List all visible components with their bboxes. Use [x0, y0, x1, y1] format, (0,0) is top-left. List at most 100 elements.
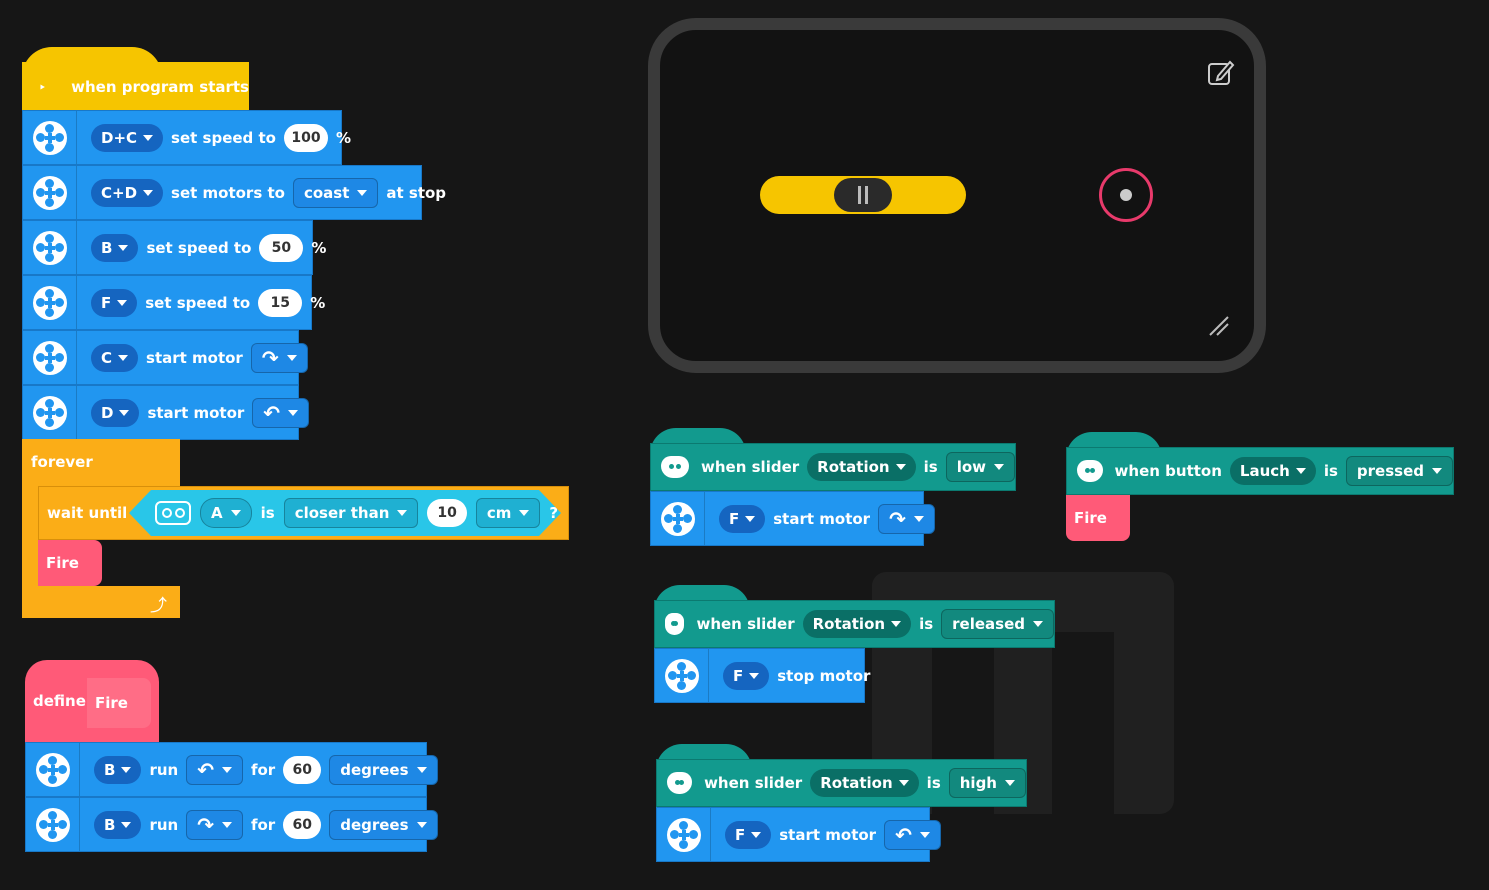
- speed-input[interactable]: 50: [259, 233, 304, 262]
- motor-hub-icon: [35, 752, 70, 787]
- start-motor-block[interactable]: C start motor ↷: [22, 330, 308, 385]
- distance-input[interactable]: 10: [427, 499, 467, 527]
- start-motor-block[interactable]: D start motor ↶: [22, 385, 310, 440]
- when-program-starts-block[interactable]: when program starts: [22, 62, 249, 111]
- run-degrees-block[interactable]: B run ↶ for 60 degrees: [25, 742, 438, 797]
- when-slider-block[interactable]: when slider Rotation is low: [650, 443, 1016, 491]
- unit-dropdown[interactable]: cm: [475, 498, 541, 528]
- fire-call-block[interactable]: Fire: [1066, 495, 1130, 541]
- run-degrees-block[interactable]: B run ↷ for 60 degrees: [25, 797, 438, 852]
- port-dropdown[interactable]: B: [94, 755, 142, 784]
- forever-arm: [22, 486, 38, 586]
- port-dropdown[interactable]: F: [723, 661, 770, 690]
- forever-label: forever: [31, 453, 93, 471]
- slider-dropdown[interactable]: Rotation: [802, 610, 912, 638]
- state-dropdown[interactable]: low: [945, 452, 1015, 482]
- direction-dropdown[interactable]: ↷: [250, 342, 308, 373]
- when-button-block[interactable]: when button Lauch is pressed: [1066, 447, 1454, 495]
- when-slider-block[interactable]: when slider Rotation is released: [654, 600, 1055, 648]
- define-name[interactable]: Fire: [87, 678, 151, 728]
- set-speed-block[interactable]: B set speed to 50 %: [22, 220, 326, 275]
- fire-call-block[interactable]: Fire: [38, 540, 102, 586]
- port-dropdown[interactable]: D: [91, 398, 140, 427]
- is-label: is: [1323, 462, 1338, 480]
- when-label: when slider: [704, 774, 803, 792]
- button-dropdown[interactable]: Lauch: [1229, 457, 1316, 485]
- motor-hub-icon: [32, 175, 67, 210]
- when-label: when slider: [696, 615, 795, 633]
- counterclockwise-icon: ↶: [263, 400, 281, 425]
- direction-dropdown[interactable]: ↶: [884, 819, 941, 850]
- port-dropdown[interactable]: F: [91, 288, 138, 317]
- set-speed-block[interactable]: D+C set speed to 100 %: [22, 110, 351, 165]
- gamepad-icon: [667, 772, 693, 794]
- direction-dropdown[interactable]: ↶: [252, 397, 310, 428]
- gamepad-icon: [665, 613, 685, 635]
- block-text: stop motor: [777, 666, 871, 685]
- unit-dropdown[interactable]: degrees: [329, 754, 438, 785]
- stop-motor-block[interactable]: F stop motor: [654, 648, 870, 703]
- port-dropdown[interactable]: B: [91, 233, 139, 262]
- clockwise-icon: ↷: [261, 345, 279, 370]
- for-label: for: [250, 815, 276, 834]
- port-dropdown[interactable]: C: [91, 343, 139, 372]
- set-motors-stop-block[interactable]: C+D set motors to coast at stop: [22, 165, 446, 220]
- block-text: start motor: [779, 825, 877, 844]
- degrees-input[interactable]: 60: [283, 755, 322, 784]
- degrees-input[interactable]: 60: [283, 810, 322, 839]
- fire-label: Fire: [1074, 509, 1107, 527]
- gamepad-icon: [661, 456, 690, 478]
- when-label: when button: [1114, 462, 1222, 480]
- port-dropdown[interactable]: F: [725, 820, 772, 849]
- is-label: is: [260, 504, 275, 522]
- slider-handle[interactable]: [834, 178, 892, 212]
- unit-dropdown[interactable]: degrees: [329, 809, 438, 840]
- motor-hub-icon: [32, 395, 67, 430]
- when-slider-block[interactable]: when slider Rotation is high: [656, 759, 1027, 807]
- unit-label: %: [311, 238, 327, 257]
- wait-until-block[interactable]: wait until A is closer than 10 cm ?: [38, 486, 569, 540]
- port-dropdown[interactable]: D+C: [91, 123, 164, 152]
- rotation-slider[interactable]: [760, 176, 966, 214]
- sensor-port-dropdown[interactable]: A: [200, 498, 252, 528]
- port-dropdown[interactable]: F: [719, 504, 766, 533]
- stop-mode-dropdown[interactable]: coast: [292, 177, 379, 208]
- run-label: run: [149, 815, 179, 834]
- lauch-button[interactable]: [1099, 168, 1153, 222]
- direction-dropdown[interactable]: ↷: [186, 809, 243, 840]
- is-label: is: [919, 615, 934, 633]
- forever-block[interactable]: forever: [22, 439, 180, 487]
- question-mark: ?: [549, 504, 559, 522]
- speed-input[interactable]: 15: [258, 288, 303, 317]
- distance-condition[interactable]: A is closer than 10 cm ?: [129, 490, 561, 536]
- distance-sensor-icon: [155, 501, 191, 525]
- start-motor-block[interactable]: F start motor ↷: [650, 491, 935, 546]
- start-motor-block[interactable]: F start motor ↶: [656, 807, 941, 862]
- clockwise-icon: ↷: [889, 506, 906, 531]
- counterclockwise-icon: ↶: [895, 822, 912, 847]
- port-dropdown[interactable]: C+D: [91, 178, 164, 207]
- edit-icon[interactable]: [1206, 58, 1236, 88]
- slider-dropdown[interactable]: Rotation: [810, 769, 919, 797]
- block-text: start motor: [773, 509, 871, 528]
- remote-control-panel: [648, 18, 1266, 373]
- unit-label: %: [335, 128, 352, 147]
- direction-dropdown[interactable]: ↶: [186, 754, 243, 785]
- motor-hub-icon: [35, 807, 70, 842]
- direction-dropdown[interactable]: ↷: [878, 503, 935, 534]
- speed-input[interactable]: 100: [283, 123, 328, 152]
- motor-hub-icon: [32, 230, 67, 265]
- state-dropdown[interactable]: pressed: [1345, 456, 1453, 486]
- state-dropdown[interactable]: high: [948, 768, 1026, 798]
- motor-hub-icon: [32, 340, 67, 375]
- unit-label: %: [310, 293, 326, 312]
- port-dropdown[interactable]: B: [94, 810, 142, 839]
- gamepad-icon: [1077, 460, 1103, 482]
- compare-dropdown[interactable]: closer than: [283, 498, 419, 528]
- resize-handle-icon[interactable]: [1208, 315, 1230, 337]
- slider-dropdown[interactable]: Rotation: [807, 453, 916, 481]
- state-dropdown[interactable]: released: [941, 609, 1054, 639]
- define-block[interactable]: define Fire: [25, 660, 159, 742]
- set-speed-block[interactable]: F set speed to 15 %: [22, 275, 325, 330]
- for-label: for: [250, 760, 276, 779]
